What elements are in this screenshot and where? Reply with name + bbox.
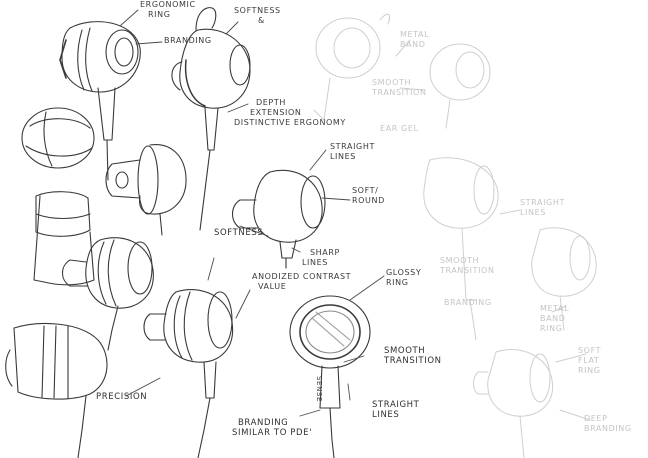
faint-note-smooth-transition: SMOOTH TRANSITION [372,78,427,98]
note-line: LINES [330,152,356,161]
note-line: SOFT [578,346,602,355]
note-branding-top: BRANDING [164,36,212,45]
faint-note-ear-gel: EAR GEL [380,124,419,133]
note-line: SOFT/ [352,186,379,195]
note-line: ROUND [352,196,385,205]
earbud-sketch-5 [33,191,95,286]
note-line: DISTINCTIVE ERGONOMY [234,118,346,127]
note-line: STRAIGHT [330,142,375,151]
note-straight-lines-low: STRAIGHT LINES [372,400,419,420]
note-soft-rounded: SOFT/ ROUND [352,186,385,206]
note-ergonomic-ring: ERGONOMIC RING [140,0,196,20]
faint-note-straight-lines: STRAIGHT LINES [520,198,565,218]
note-line: SMOOTH [440,256,480,265]
note-line: METAL [540,304,570,313]
note-line: TRANSITION [440,266,495,275]
faint-note-metal-band-ring: METAL BAND RING [540,304,569,334]
earbud-sketch-6 [61,237,154,351]
note-line: SMOOTH [372,78,412,87]
note-depth-extension: DEPTH EXTENSION DISTINCTIVE ERGONOMY [234,98,346,128]
note-line: ERGONOMIC [140,0,196,9]
note-line: LINES [372,410,400,420]
faint-earbud-1 [313,13,391,122]
note-line: STRAIGHT [520,198,565,207]
earbud-sketch-4 [105,144,187,236]
earbud-sketch-9 [143,289,234,458]
note-line: BRANDING [238,418,289,428]
note-line: SMOOTH [384,346,426,356]
faint-note-branding: BRANDING [444,298,492,307]
note-line: ANODIZED CONTRAST [252,272,352,281]
earbud-sketch-10 [289,295,371,458]
note-glossy-ring: GLOSSY RING [386,268,421,288]
note-line: BAND [540,314,566,323]
faint-note-soft-flat: SOFT FLAT RING [578,346,601,376]
faint-earbud-2 [429,43,491,129]
note-precision: PRECISION [96,392,148,402]
note-line: LINES [520,208,546,217]
faint-note-metal-band: METAL BAND [400,30,429,50]
faint-earbud-5 [473,349,554,458]
note-line: RING [386,278,409,287]
note-softness-top: SOFTNESS & [234,6,281,26]
earbud-sketch-3 [21,107,95,169]
faint-earbud-4 [531,227,597,331]
note-line: TRANSITION [372,88,427,97]
note-line: BAND [400,40,426,49]
note-line: RING [540,324,563,333]
faint-earbud-3 [423,157,499,341]
note-straight-lines-mid: STRAIGHT LINES [330,142,375,162]
note-line: SOFTNESS [234,6,281,15]
note-line: SHARP [310,248,340,257]
note-line: DEPTH [256,98,286,107]
faint-note-right-transition: SMOOTH TRANSITION [440,256,495,276]
note-line: DEEP [584,414,608,423]
faint-note-deep-branding: DEEP BRANDING [584,414,632,434]
note-line: LINES [302,258,328,267]
note-smooth-transition: SMOOTH TRANSITION [384,346,442,366]
note-line: BRANDING [584,424,632,433]
leader-lines [119,9,385,417]
earbud-sketch-1 [59,21,141,181]
earbud-sketch-2 [171,7,251,231]
note-branding-similar: BRANDING SIMILAR TO PDE' [232,418,312,438]
note-line: RING [578,366,601,375]
note-softness-mid: SOFTNESS [214,228,264,238]
note-line: METAL [400,30,430,39]
note-line: FLAT [578,356,600,365]
faint-sketches [313,13,597,458]
note-line: & [258,16,265,25]
note-line: STRAIGHT [372,400,420,410]
note-line: EXTENSION [250,108,302,117]
note-line: RING [148,10,171,19]
note-line: SIMILAR TO PDE' [232,428,313,438]
note-sharp-lines: SHARP LINES [302,248,340,268]
note-line: TRANSITION [384,356,442,366]
cable-brand-text: SENSE [315,376,323,402]
note-line: GLOSSY [386,268,422,277]
earbud-sketch-7 [5,323,108,458]
note-anodized-contrast: ANODIZED CONTRAST VALUE [252,272,351,292]
note-line: VALUE [258,282,287,291]
